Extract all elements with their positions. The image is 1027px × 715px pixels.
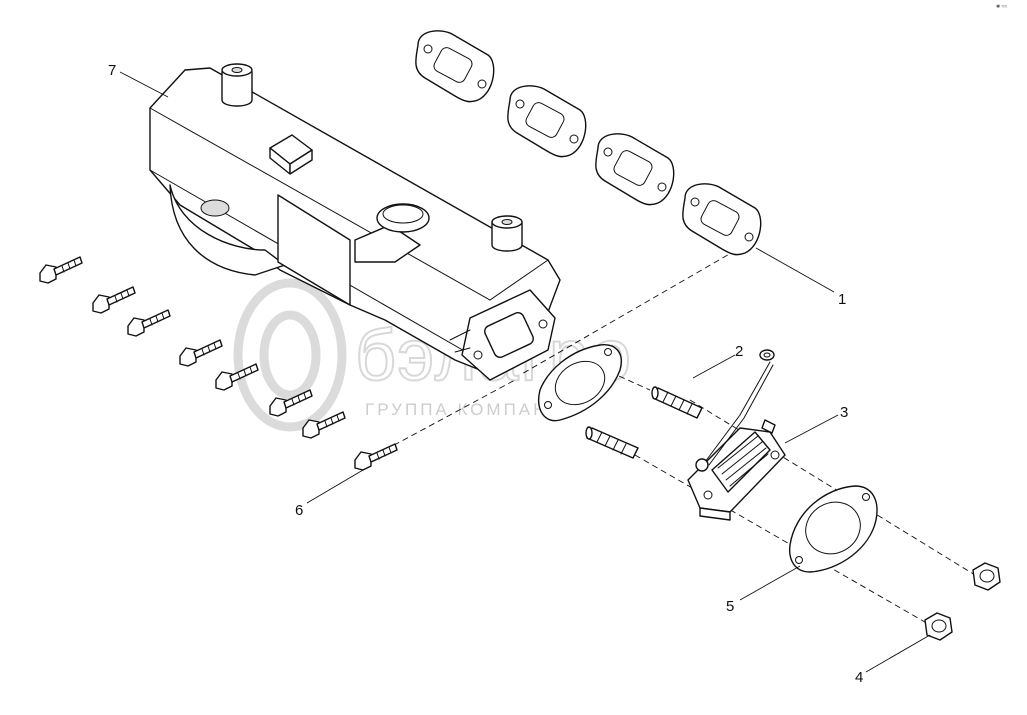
leader-lines (119, 71, 931, 673)
manifold-boss-left-hole (231, 67, 243, 73)
sensor-ring-hole (763, 352, 771, 358)
leader-6 (306, 469, 364, 504)
manifold-underside (169, 184, 286, 276)
manifold-top-edge (149, 107, 549, 301)
stud-upper (651, 386, 703, 419)
assembly-line-lower-nut (634, 454, 931, 626)
assembly-line-stud (609, 371, 651, 391)
manifold-boss-right-hole (501, 219, 513, 225)
gasket-4 (682, 183, 762, 256)
leader-5 (739, 565, 801, 601)
nut-upper (972, 562, 1001, 591)
stud-lower (585, 426, 639, 459)
bolt-8 (354, 443, 398, 471)
assembly-line-bolt (384, 379, 516, 451)
watermark-logo-inner (259, 310, 321, 400)
manifold-midsection (277, 194, 351, 306)
manifold-port-underside (200, 199, 230, 217)
callout-7: 7 (108, 62, 116, 79)
corner-mark: ✱ ≈≈ (996, 4, 1007, 10)
assembly-line-upper-nut (689, 399, 976, 576)
callout-6: 6 (295, 502, 303, 519)
bolts (39, 256, 398, 471)
sensor-ring-terminal (759, 349, 775, 361)
manifold-oval-boss-top (382, 204, 424, 224)
manifold-flange-hole-right (538, 319, 548, 329)
manifold-body (149, 67, 561, 371)
manifold-boss-right (491, 221, 523, 252)
studs (585, 386, 703, 459)
exhaust-manifold (149, 63, 561, 381)
manifold-pad-front (289, 149, 313, 175)
manifold-outlet-port (484, 311, 534, 359)
leader-7 (119, 71, 169, 98)
leader-4 (865, 634, 931, 673)
leader-3 (784, 414, 839, 444)
callout-5: 5 (726, 598, 734, 615)
gasket-3 (595, 133, 675, 206)
flange-gasket (788, 485, 878, 573)
sensor-nut (695, 458, 709, 472)
gasket-2 (507, 85, 587, 158)
outlet-gasket (538, 344, 622, 422)
nut-lower (924, 612, 953, 641)
manifold-gaskets (415, 30, 762, 256)
bolt-4 (179, 339, 223, 367)
flange-hole-right (770, 450, 780, 460)
sensor-cable-outline (708, 364, 774, 466)
watermark-logo-ring (233, 278, 347, 432)
gasket-1 (415, 30, 495, 103)
sensor-cable (704, 361, 771, 463)
exhaust-flange-assembly (687, 349, 786, 521)
manifold-flange-hole-left (473, 350, 483, 360)
callout-4: 4 (855, 669, 863, 686)
bolt-3 (127, 309, 171, 337)
bolt-5 (215, 363, 259, 391)
manifold-oval-boss (376, 203, 430, 233)
bolt-6 (269, 389, 313, 417)
bolt-2 (92, 286, 136, 314)
assembly-line-gasket (519, 244, 746, 376)
flange-hole-left (703, 490, 713, 500)
callout-1: 1 (838, 291, 846, 308)
manifold-outlet-detail (449, 329, 471, 353)
leader-2 (692, 354, 736, 379)
bolt-1 (39, 256, 83, 284)
assembly-lines (384, 244, 976, 626)
sensor-fitting (761, 419, 776, 434)
watermark-tagline: ГРУППА КОМПАНИЙ (365, 400, 579, 419)
flange-core-fins (717, 435, 769, 487)
flange-nuts (924, 562, 1001, 641)
callout-3: 3 (840, 404, 848, 421)
bolt-7 (302, 411, 346, 439)
flange-plate-edge (699, 507, 731, 521)
callouts: 1 2 3 4 5 6 7 (108, 62, 863, 686)
callout-2: 2 (735, 343, 743, 360)
leader-1 (755, 247, 835, 293)
